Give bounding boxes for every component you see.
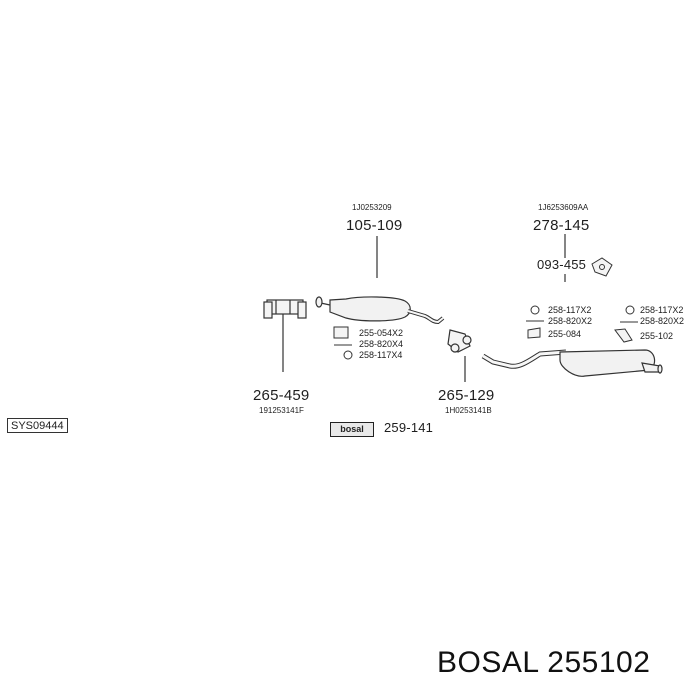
front-clamp-drawing (263, 299, 307, 319)
callout-265-459: 265-459 (253, 387, 310, 404)
brand-name: BOSAL (437, 646, 539, 679)
oem-1H0253141B: 1H0253141B (445, 406, 492, 415)
rear-muffler-assembly (481, 349, 663, 377)
callout-278-145: 278-145 (533, 217, 590, 234)
oem-191253141F: 191253141F (259, 406, 304, 415)
callout-093-455: 093-455 (537, 257, 587, 272)
part-258-820X4: 258-820X4 (359, 339, 404, 349)
small-part-icons-middle (526, 305, 544, 339)
part-number: 255102 (547, 646, 651, 679)
callout-265-129: 265-129 (438, 387, 495, 404)
bosal-kit-box: bosal (330, 422, 374, 437)
part-258-820X2-rear: 258-820X2 (640, 316, 685, 326)
middle-muffler-assembly (315, 296, 445, 325)
rear-hanger-drawing (591, 257, 613, 277)
part-258-117X2-rear: 258-117X2 (640, 305, 684, 315)
part-258-117X4: 258-117X4 (359, 350, 403, 360)
part-255-084: 255-084 (548, 329, 582, 339)
part-258-820X2-mid: 258-820X2 (548, 316, 593, 326)
footer-brand-part: BOSAL 255102 (437, 646, 650, 680)
part-255-054X2: 255-054X2 (359, 328, 404, 338)
oem-1J6253609AA: 1J6253609AA (538, 203, 589, 212)
mid-clamp-drawing (447, 329, 472, 353)
small-part-icons-rear (614, 305, 638, 343)
oem-1J0253209: 1J0253209 (352, 203, 392, 212)
callout-105-109: 105-109 (346, 217, 403, 234)
small-part-icons-front (333, 326, 353, 360)
callout-259-141: 259-141 (384, 420, 434, 435)
part-258-117X2-mid: 258-117X2 (548, 305, 592, 315)
system-code: SYS09444 (7, 418, 68, 433)
part-255-102: 255-102 (640, 331, 674, 341)
